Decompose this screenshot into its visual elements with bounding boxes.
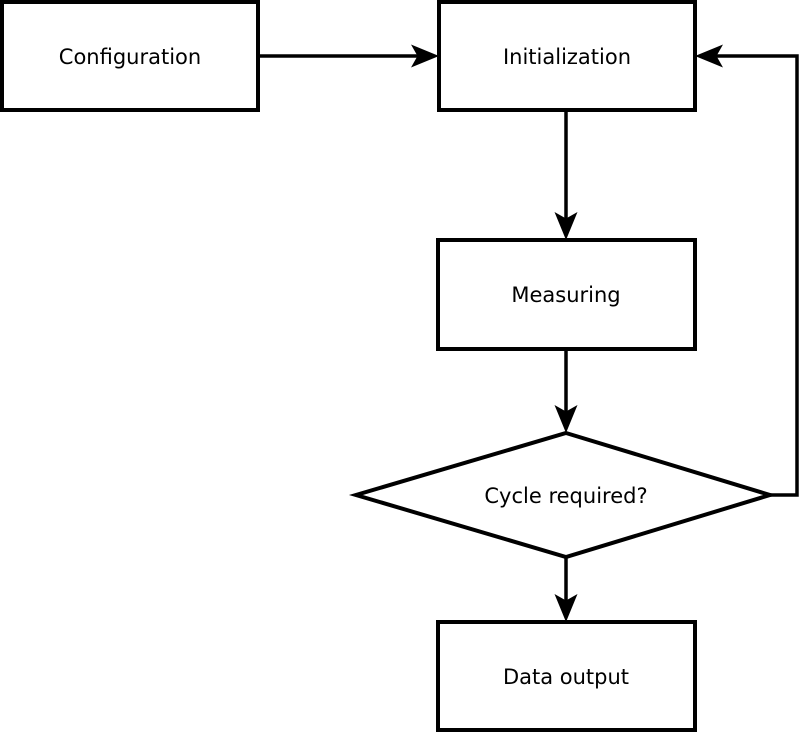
node-label-data-output: Data output	[503, 665, 629, 689]
node-cycle-required	[348, 430, 777, 560]
node-label-cycle-required: Cycle required?	[484, 484, 647, 508]
node-configuration	[0, 0, 260, 112]
node-label-measuring: Measuring	[511, 283, 620, 307]
edge-cycle-required-to-initialization-loop	[714, 54, 799, 497]
node-measuring	[436, 238, 697, 351]
arrowhead-down-into-cycle-required-icon	[554, 405, 578, 433]
arrowheads	[411, 44, 723, 622]
node-data-output	[436, 620, 697, 732]
node-label-initialization: Initialization	[503, 45, 631, 69]
arrowhead-left-into-initialization-icon	[695, 44, 723, 68]
node-initialization	[437, 0, 697, 112]
edges	[258, 54, 799, 603]
arrowhead-right-into-initialization-icon	[411, 44, 439, 68]
node-labels: Configuration Initialization Measuring C…	[59, 45, 648, 689]
arrowhead-down-into-data-output-icon	[554, 594, 578, 622]
node-label-configuration: Configuration	[59, 45, 201, 69]
arrowhead-down-into-measuring-icon	[554, 212, 578, 240]
nodes	[0, 0, 777, 732]
